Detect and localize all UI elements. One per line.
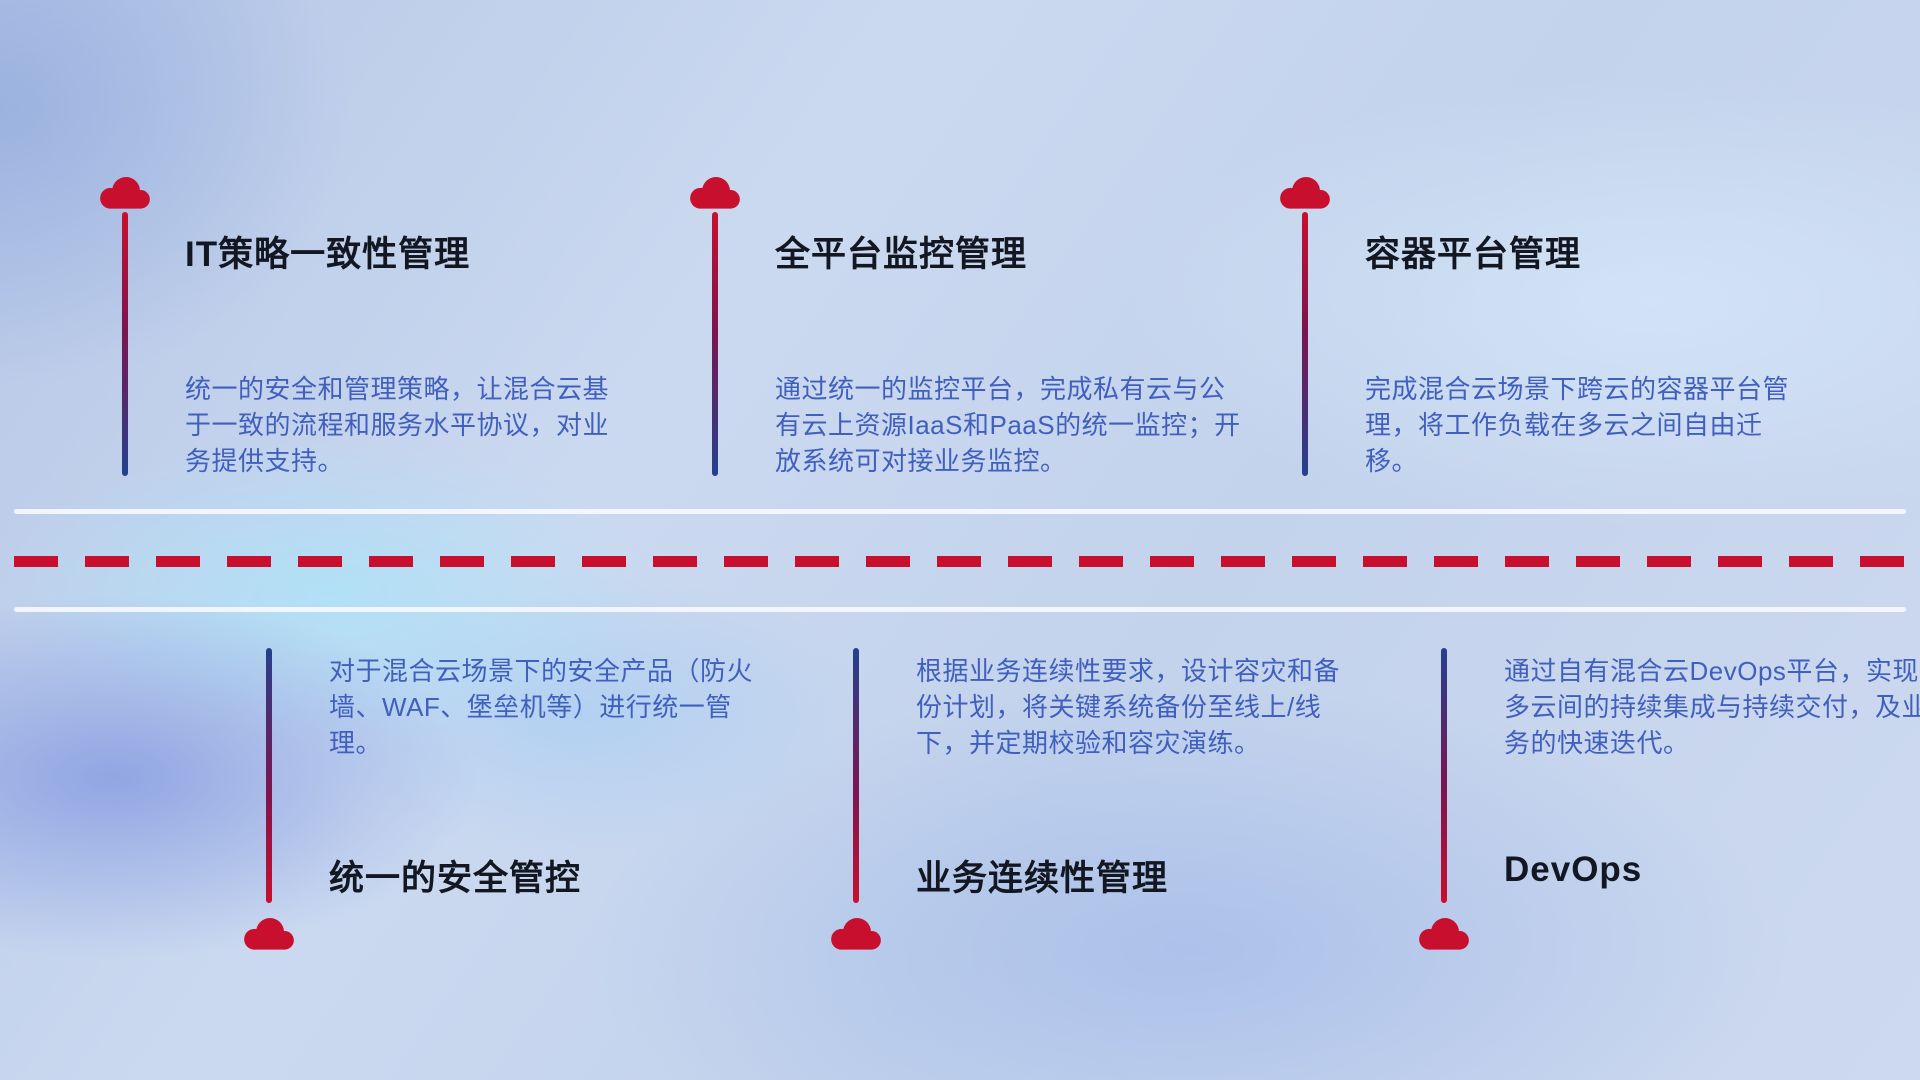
cloud-icon bbox=[1415, 912, 1473, 952]
divider-dashed-line bbox=[14, 556, 1906, 567]
item-description: 根据业务连续性要求，设计容灾和备份计划，将关键系统备份至线上/线下，并定期校验和… bbox=[916, 656, 1341, 758]
item-description: 对于混合云场景下的安全产品（防火墙、WAF、堡垒机等）进行统一管理。 bbox=[329, 656, 754, 758]
divider-solid-bottom bbox=[14, 607, 1906, 612]
divider-solid-top bbox=[14, 509, 1906, 514]
item-title: IT策略一致性管理 bbox=[185, 235, 471, 274]
timeline-line bbox=[1441, 648, 1447, 903]
cloud-icon bbox=[240, 912, 298, 952]
cloud-icon bbox=[827, 912, 885, 952]
item-description: 完成混合云场景下跨云的容器平台管理，将工作负载在多云之间自由迁移。 bbox=[1365, 374, 1790, 476]
item-title: 全平台监控管理 bbox=[775, 235, 1028, 274]
item-title: 业务连续性管理 bbox=[916, 859, 1169, 898]
timeline-line bbox=[853, 648, 859, 903]
cloud-icon bbox=[686, 171, 744, 211]
item-title: DevOps bbox=[1504, 850, 1643, 889]
item-title: 容器平台管理 bbox=[1365, 235, 1582, 274]
timeline-line bbox=[122, 212, 128, 476]
item-description: 统一的安全和管理策略，让混合云基于一致的流程和服务水平协议，对业务提供支持。 bbox=[185, 374, 610, 476]
item-title: 统一的安全管控 bbox=[329, 859, 582, 898]
item-description: 通过自有混合云DevOps平台，实现多云间的持续集成与持续交付，及业务的快速迭代… bbox=[1504, 656, 1920, 758]
cloud-icon bbox=[1276, 171, 1334, 211]
item-description: 通过统一的监控平台，完成私有云与公有云上资源IaaS和PaaS的统一监控；开放系… bbox=[775, 374, 1241, 476]
timeline-line bbox=[266, 648, 272, 903]
cloud-icon bbox=[96, 171, 154, 211]
timeline-line bbox=[1302, 212, 1308, 476]
timeline-line bbox=[712, 212, 718, 476]
